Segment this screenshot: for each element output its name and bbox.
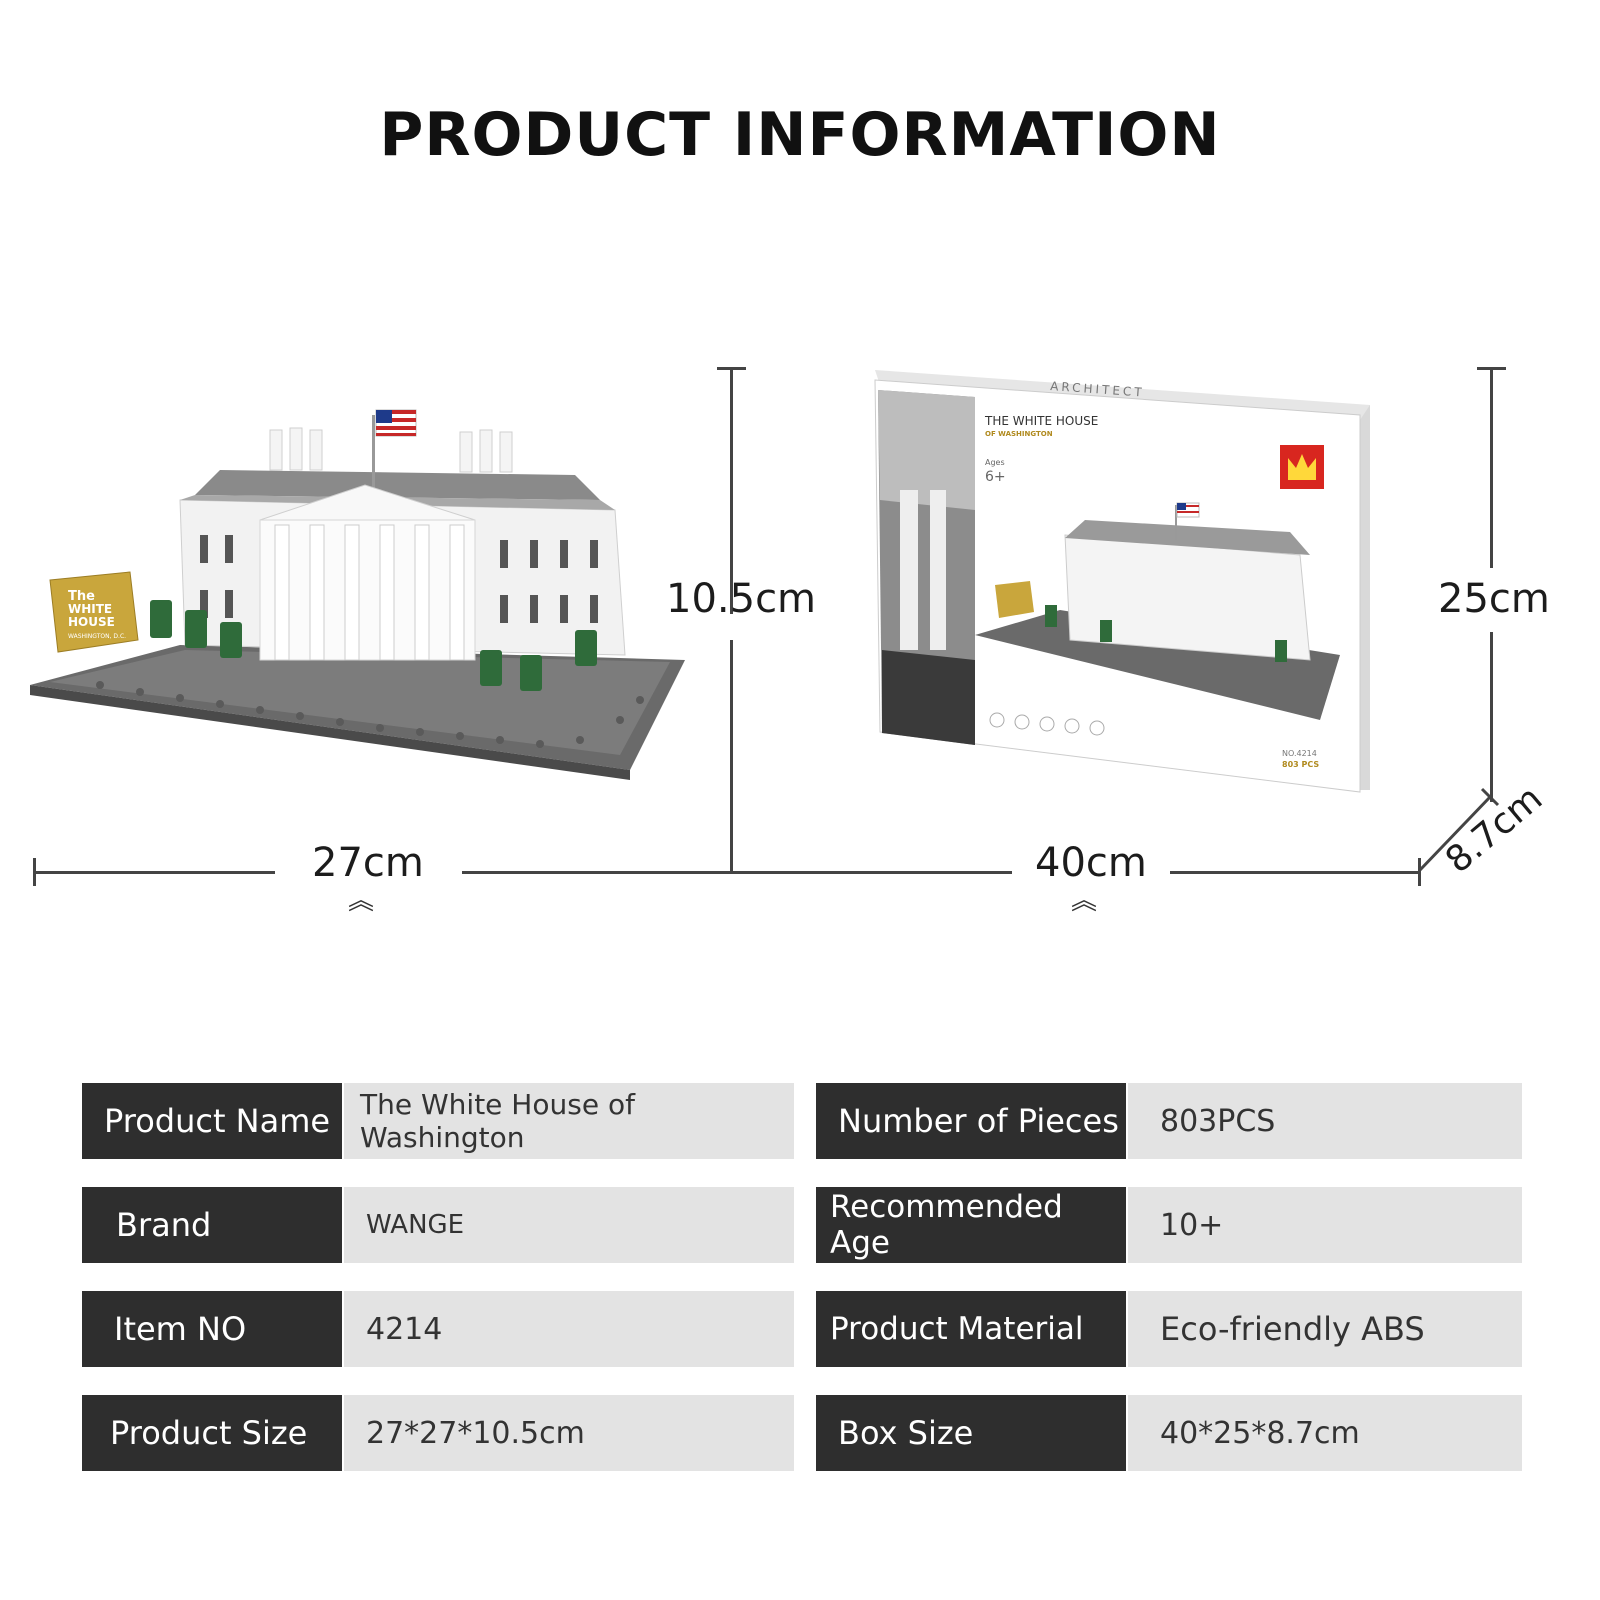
box-ages-label: Ages (985, 458, 1005, 467)
model-width-line-left (35, 871, 275, 874)
spec-row: Brand WANGE Recommended Age 10+ (82, 1187, 1522, 1263)
spec-value: 27*27*10.5cm (344, 1395, 794, 1471)
model-height-line-bottom (730, 640, 733, 872)
spec-key: Brand (82, 1187, 342, 1263)
plaque-line1: The (68, 589, 95, 604)
model-width-line-right (462, 871, 1012, 874)
plaque-line4: WASHINGTON, D.C. (68, 633, 126, 640)
product-box-image: ARCHITECT THE WHITE HOUSE OF WASHINGTON … (874, 370, 1370, 793)
plaque-line2: WHITE (68, 602, 112, 616)
spec-value: 40*25*8.7cm (1128, 1395, 1522, 1471)
model-width-cap (33, 858, 36, 886)
spec-key: Item NO (82, 1291, 342, 1367)
box-width-cap (1418, 858, 1421, 886)
model-height-line-top (730, 368, 733, 614)
spec-key: Recommended Age (816, 1187, 1126, 1263)
spec-row: Product Size 27*27*10.5cm Box Size 40*25… (82, 1395, 1522, 1471)
box-item-no: NO.4214 (1282, 749, 1317, 758)
spec-row: Item NO 4214 Product Material Eco-friend… (82, 1291, 1522, 1367)
spec-value: 10+ (1128, 1187, 1522, 1263)
spec-value: Eco-friendly ABS (1128, 1291, 1522, 1367)
spec-row: Product Name The White House of Washingt… (82, 1083, 1522, 1159)
box-height-line-bottom (1490, 632, 1493, 802)
box-pieces: 803 PCS (1282, 760, 1319, 769)
white-house-model-image: The WHITE HOUSE WASHINGTON, D.C. (30, 409, 685, 780)
box-width-label: 40cm (1035, 840, 1147, 886)
spec-value: 803PCS (1128, 1083, 1522, 1159)
spec-value: The White House of Washington (344, 1083, 794, 1159)
box-depth-line (1418, 787, 1500, 872)
spec-key: Number of Pieces (816, 1083, 1126, 1159)
box-height-label: 25cm (1438, 576, 1550, 622)
spec-value: 4214 (344, 1291, 794, 1367)
spec-key: Product Name (82, 1083, 342, 1159)
model-width-chevron-icon: ︽ (348, 886, 375, 916)
spec-value: WANGE (344, 1187, 794, 1263)
plaque-line3: HOUSE (68, 615, 115, 629)
model-height-label: 10.5cm (666, 576, 817, 622)
box-width-chevron-icon: ︽ (1071, 886, 1098, 916)
spec-key: Box Size (816, 1395, 1126, 1471)
box-series: ARCHITECT (1050, 379, 1145, 400)
box-width-line-right (1170, 871, 1420, 874)
box-subname: OF WASHINGTON (985, 430, 1053, 438)
box-name: THE WHITE HOUSE (984, 414, 1098, 428)
model-width-label: 27cm (312, 840, 424, 886)
page-title: PRODUCT INFORMATION (379, 100, 1221, 170)
spec-key: Product Size (82, 1395, 342, 1471)
spec-key: Product Material (816, 1291, 1126, 1367)
box-height-line-top (1490, 368, 1493, 568)
box-ages-value: 6+ (985, 469, 1006, 485)
model-height-cap (717, 367, 746, 370)
